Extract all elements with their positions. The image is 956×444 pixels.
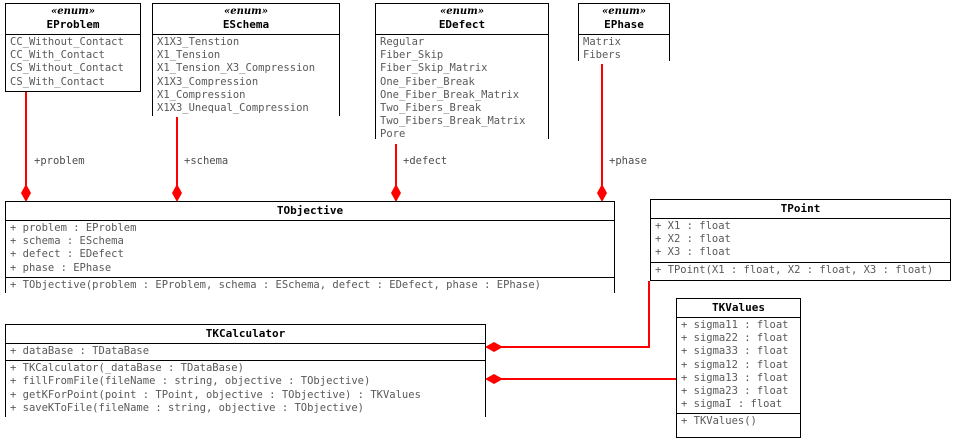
edge-problem-diamond <box>21 184 31 202</box>
enum-literal: Matrix <box>583 36 621 48</box>
class-attribute: + schema : ESchema <box>10 235 124 248</box>
class-attribute: + sigma12 : float <box>681 358 789 371</box>
class-name-label: EDefect <box>438 18 486 31</box>
enum-literal: CS_With_Contact <box>10 75 105 88</box>
edge-defect-diamond <box>391 184 401 202</box>
class-attribute: + dataBase : TDataBase <box>10 345 150 357</box>
edge-label-problem: +problem <box>34 155 85 167</box>
class-attribute: + sigma23 : float <box>681 385 789 398</box>
class-attribute: + sigma13 : float <box>681 371 789 384</box>
class-operation: + fillFromFile(fileName : string, object… <box>10 375 371 388</box>
enum-literal: X1_Compression <box>157 88 246 101</box>
class-operation: + getKForPoint(point : TPoint, objective… <box>10 388 421 401</box>
class-operation: + TObjective(problem : EProblem, schema … <box>10 278 542 291</box>
stereotype-label: «enum» <box>440 6 484 17</box>
class-header-tkcalculator: TKCalculator <box>6 325 485 344</box>
class-operation: + TPoint(X1 : float, X2 : float, X3 : fl… <box>655 263 934 276</box>
enum-literal: CC_Without_Contact <box>10 36 124 48</box>
class-attribute: + X2 : float <box>655 233 731 246</box>
operations-compartment-tkvalues: + TKValues() <box>677 413 800 431</box>
class-name-label: TKCalculator <box>205 327 286 340</box>
enum-literal: X1_Tension <box>157 49 221 62</box>
enum-literal: Regular <box>380 36 425 48</box>
class-header-ephase: «enum» EPhase <box>579 4 669 35</box>
class-operation: + saveKToFile(fileName : string, objecti… <box>10 401 365 414</box>
operations-compartment-tpoint: + TPoint(X1 : float, X2 : float, X3 : fl… <box>651 261 950 279</box>
class-header-eschema: «enum» ESchema <box>153 4 339 35</box>
class-attribute: + defect : EDefect <box>10 248 124 261</box>
enum-literal: CC_With_Contact <box>10 49 105 62</box>
class-header-edefect: «enum» EDefect <box>376 4 548 35</box>
attributes-compartment-edefect: Regular Fiber_Skip Fiber_Skip_Matrix One… <box>376 35 548 144</box>
stereotype-label: «enum» <box>602 6 646 17</box>
class-attribute: + sigma33 : float <box>681 345 789 358</box>
enum-literal: One_Fiber_Break <box>380 75 475 88</box>
class-attribute: + sigmaI : float <box>681 398 783 411</box>
class-attribute: + sigma22 : float <box>681 332 789 345</box>
enum-literal: Two_Fibers_Break_Matrix <box>380 115 526 128</box>
class-box-tkvalues[interactable]: TKValues + sigma11 : float + sigma22 : f… <box>676 298 801 438</box>
enum-literal: One_Fiber_Break_Matrix <box>380 88 520 101</box>
edge-schema-diamond <box>172 184 182 202</box>
class-name-label: EPhase <box>604 18 644 31</box>
enum-literal: Fiber_Skip <box>380 49 444 62</box>
stereotype-label: «enum» <box>224 6 268 17</box>
attributes-compartment-tpoint: + X1 : float + X2 : float + X3 : float <box>651 219 950 262</box>
class-box-tobjective[interactable]: TObjective + problem : EProblem + schema… <box>5 201 615 295</box>
class-name-label: TKValues <box>712 301 765 314</box>
enum-literal: Pore <box>380 128 406 141</box>
class-header-eproblem: «enum» EProblem <box>6 4 140 35</box>
class-attribute: + X1 : float <box>655 220 731 232</box>
class-box-eproblem[interactable]: «enum» EProblem CC_Without_Contact CC_Wi… <box>5 3 141 92</box>
class-box-edefect[interactable]: «enum» EDefect Regular Fiber_Skip Fiber_… <box>375 3 549 144</box>
attributes-compartment-eproblem: CC_Without_Contact CC_With_Contact CS_Wi… <box>6 35 140 91</box>
class-box-tkcalculator[interactable]: TKCalculator + dataBase : TDataBase + TK… <box>5 324 486 418</box>
operations-compartment-tobjective: + TObjective(problem : EProblem, schema … <box>6 276 614 295</box>
edge-label-schema: +schema <box>184 155 229 167</box>
stereotype-label: «enum» <box>51 6 95 17</box>
class-box-eschema[interactable]: «enum» ESchema X1X3_Tenstion X1_Tension … <box>152 3 340 118</box>
class-operation: + TKValues() <box>681 415 757 428</box>
edge-label-defect: +defect <box>403 155 448 167</box>
class-attribute: + problem : EProblem <box>10 222 137 234</box>
attributes-compartment-ephase: Matrix Fibers <box>579 35 669 65</box>
enum-literal: X1_Tension_X3_Compression <box>157 62 316 75</box>
enum-literal: X1X3_Compression <box>157 75 259 88</box>
enum-literal: Two_Fibers_Break <box>380 102 482 115</box>
enum-literal: Fiber_Skip_Matrix <box>380 62 488 75</box>
attributes-compartment-tkvalues: + sigma11 : float + sigma22 : float + si… <box>677 318 800 414</box>
class-header-tkvalues: TKValues <box>677 299 800 318</box>
class-box-tpoint[interactable]: TPoint + X1 : float + X2 : float + X3 : … <box>650 199 951 281</box>
edge-phase-diamond <box>597 184 607 202</box>
class-name-label: TObjective <box>276 204 344 217</box>
enum-literal: Fibers <box>583 49 621 62</box>
edge-tpoint-diamond <box>485 342 503 352</box>
class-name-label: TPoint <box>780 202 821 215</box>
attributes-compartment-eschema: X1X3_Tenstion X1_Tension X1_Tension_X3_C… <box>153 35 339 118</box>
class-name-label: ESchema <box>222 18 270 31</box>
attributes-compartment-tobjective: + problem : EProblem + schema : ESchema … <box>6 221 614 277</box>
enum-literal: X1X3_Unequal_Compression <box>157 102 309 115</box>
class-name-label: EProblem <box>46 18 100 31</box>
class-attribute: + sigma11 : float <box>681 319 789 331</box>
class-header-tobjective: TObjective <box>6 202 614 221</box>
enum-literal: X1X3_Tenstion <box>157 36 240 48</box>
enum-literal: CS_Without_Contact <box>10 62 124 75</box>
operations-compartment-tkcalculator: + TKCalculator(_dataBase : TDataBase) + … <box>6 360 485 418</box>
attributes-compartment-tkcalculator: + dataBase : TDataBase <box>6 344 485 361</box>
class-box-ephase[interactable]: «enum» EPhase Matrix Fibers <box>578 3 670 65</box>
edge-tkvalues-diamond <box>485 374 503 384</box>
edge-label-phase: +phase <box>609 155 647 167</box>
class-attribute: + phase : EPhase <box>10 261 112 274</box>
class-operation: + TKCalculator(_dataBase : TDataBase) <box>10 362 244 375</box>
class-attribute: + X3 : float <box>655 246 731 259</box>
class-header-tpoint: TPoint <box>651 200 950 219</box>
